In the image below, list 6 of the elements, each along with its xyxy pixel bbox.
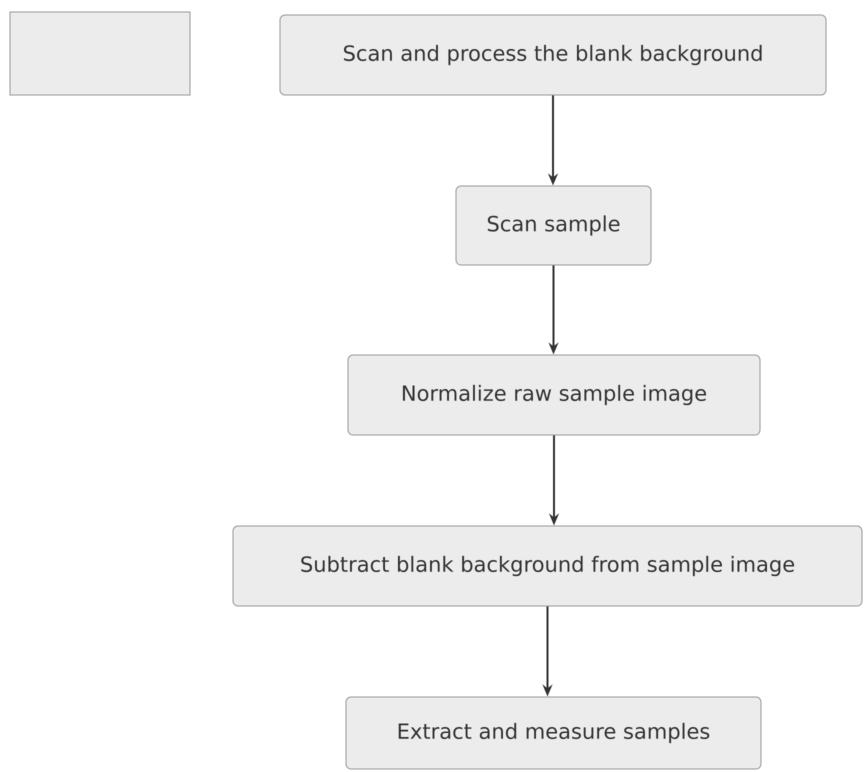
process-box: Scan and process the blank background	[280, 14, 826, 96]
process-box: Extract and measure samples	[346, 696, 762, 770]
process-box: Subtract blank background from sample image	[232, 526, 862, 606]
process-box: Scan sample	[456, 186, 652, 266]
process-box: Normalize raw sample image	[348, 354, 760, 436]
empty-box	[10, 12, 190, 96]
